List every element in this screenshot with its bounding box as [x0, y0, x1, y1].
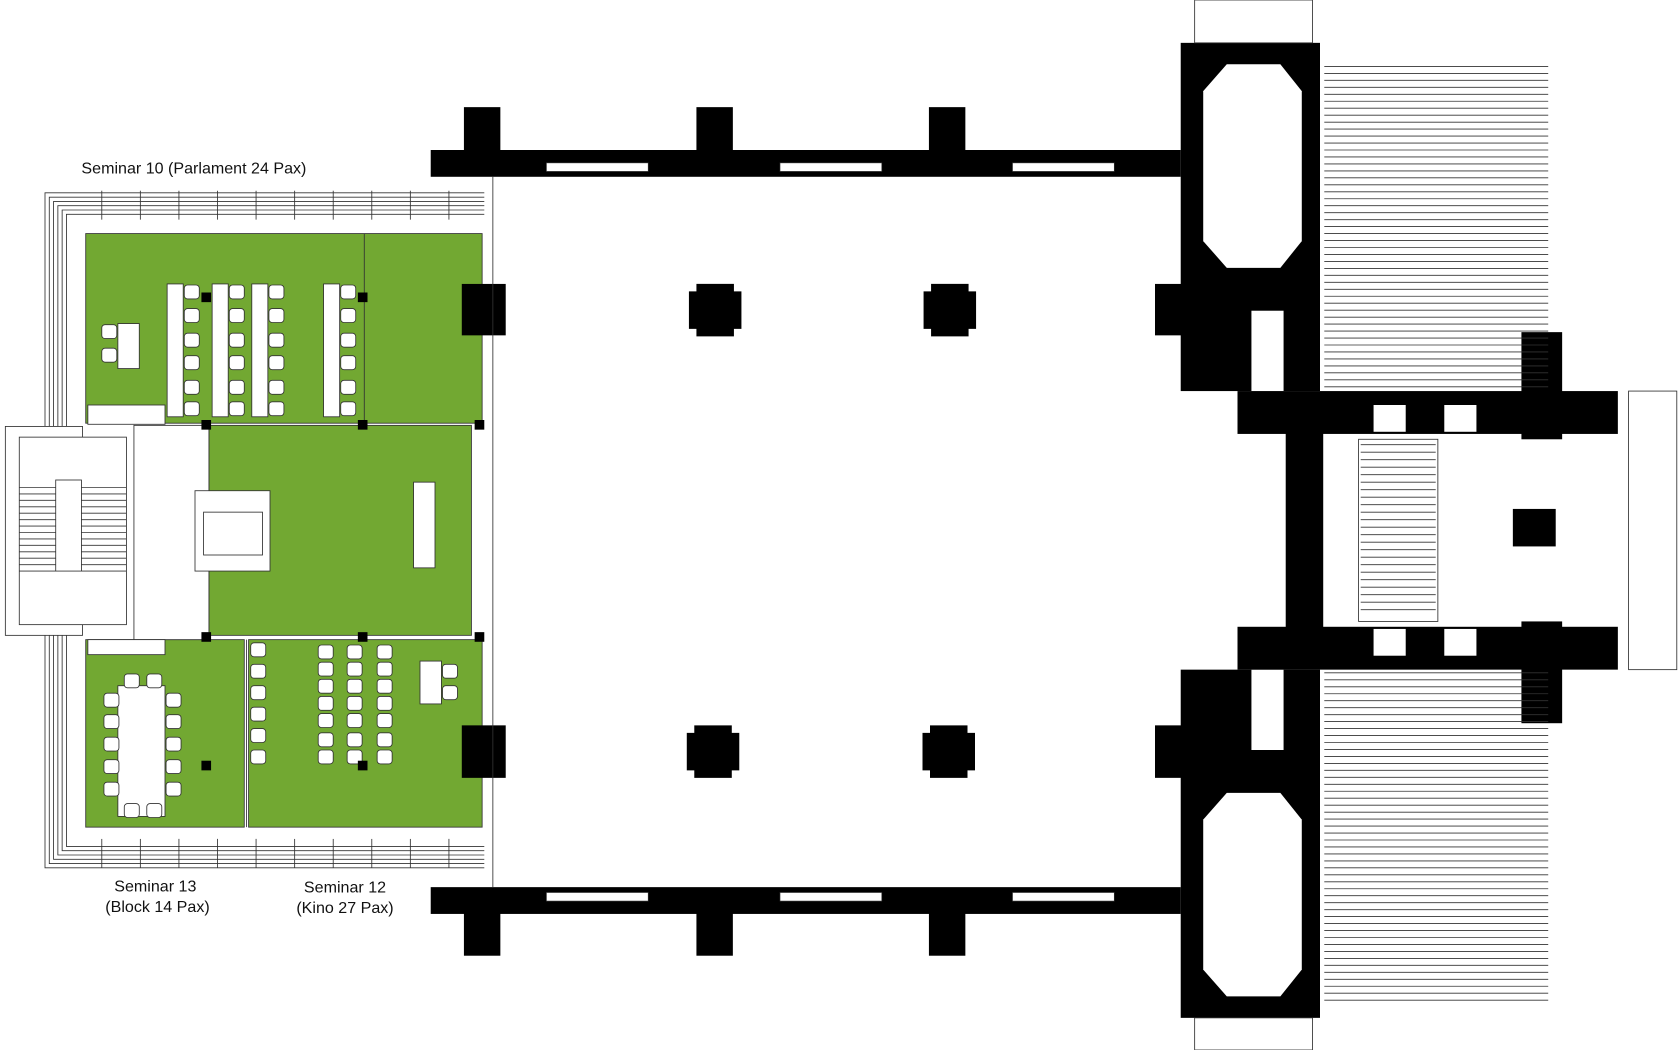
chair: [268, 379, 285, 395]
chair: [146, 803, 163, 818]
chair: [376, 713, 393, 728]
east-towers: [1180, 0, 1678, 1050]
chair: [340, 308, 357, 323]
chair: [346, 644, 363, 660]
chair: [165, 736, 182, 752]
chair: [183, 284, 200, 300]
chair: [340, 379, 357, 395]
chair: [340, 332, 357, 348]
chair: [376, 696, 393, 711]
column: [357, 420, 368, 430]
label-seminar-13-line2: (Block 14 Pax): [105, 898, 209, 916]
chair: [317, 696, 334, 711]
chair: [103, 759, 120, 774]
chair: [228, 355, 245, 371]
chair: [442, 685, 458, 701]
chair: [340, 355, 357, 371]
chair: [268, 332, 285, 348]
chair: [317, 661, 334, 677]
chair: [183, 401, 200, 417]
label-seminar-12-line1: Seminar 12: [304, 879, 386, 897]
chair: [346, 749, 363, 765]
label-seminar-12-line2: (Kino 27 Pax): [296, 899, 393, 917]
column: [357, 632, 368, 642]
chair: [123, 673, 140, 689]
chair: [228, 379, 245, 395]
table: [117, 323, 140, 369]
label-seminar-13-line1: Seminar 13: [114, 877, 196, 895]
chair: [228, 401, 245, 417]
chair: [165, 714, 182, 729]
chair: [317, 713, 334, 728]
chair: [101, 324, 118, 339]
chair: [268, 284, 285, 300]
chair: [317, 644, 334, 660]
chair: [346, 696, 363, 711]
chair: [228, 332, 245, 348]
table: [251, 283, 269, 418]
service-core: [87, 404, 436, 656]
chair: [165, 781, 182, 797]
chair: [228, 308, 245, 323]
chair: [165, 692, 182, 708]
stair-hatching: [1324, 66, 1549, 1001]
chair: [250, 706, 267, 722]
chair: [317, 732, 334, 748]
chair: [317, 749, 334, 765]
chair: [103, 781, 120, 797]
chair: [103, 736, 120, 752]
chair: [103, 692, 120, 708]
chair: [346, 661, 363, 677]
label-seminar-10: Seminar 10 (Parlament 24 Pax): [81, 160, 306, 178]
chair: [183, 379, 200, 395]
chair: [183, 355, 200, 371]
chair: [376, 732, 393, 748]
column: [357, 760, 368, 771]
chair: [123, 803, 140, 818]
column: [474, 420, 485, 430]
chair: [376, 678, 393, 694]
room-seminar-10[interactable]: [85, 233, 483, 424]
table: [211, 283, 229, 418]
chair: [376, 749, 393, 765]
chair: [346, 713, 363, 728]
chair: [103, 714, 120, 729]
chair: [101, 347, 118, 363]
chair: [376, 644, 393, 660]
table: [166, 283, 184, 418]
chair: [146, 673, 163, 689]
chair: [250, 685, 267, 701]
chair: [442, 663, 458, 679]
column: [474, 632, 485, 642]
chair: [165, 759, 182, 774]
chair: [183, 332, 200, 348]
column: [357, 292, 368, 303]
table: [419, 660, 442, 705]
chair: [376, 661, 393, 677]
hall-walls: [430, 107, 1198, 956]
chair: [268, 401, 285, 417]
column: [201, 420, 212, 430]
chair: [183, 308, 200, 323]
chair: [317, 678, 334, 694]
column: [201, 292, 212, 303]
chair: [250, 749, 267, 765]
chair: [250, 663, 267, 679]
column: [201, 632, 212, 642]
chair: [340, 401, 357, 417]
table: [323, 283, 341, 418]
chair: [340, 284, 357, 300]
chair: [250, 728, 267, 743]
chair: [250, 642, 267, 658]
table: [117, 685, 166, 817]
chair: [228, 284, 245, 300]
column: [201, 760, 212, 771]
chair: [268, 308, 285, 323]
chair: [346, 678, 363, 694]
chair: [346, 732, 363, 748]
left-stairwell: [4, 426, 127, 636]
chair: [268, 355, 285, 371]
